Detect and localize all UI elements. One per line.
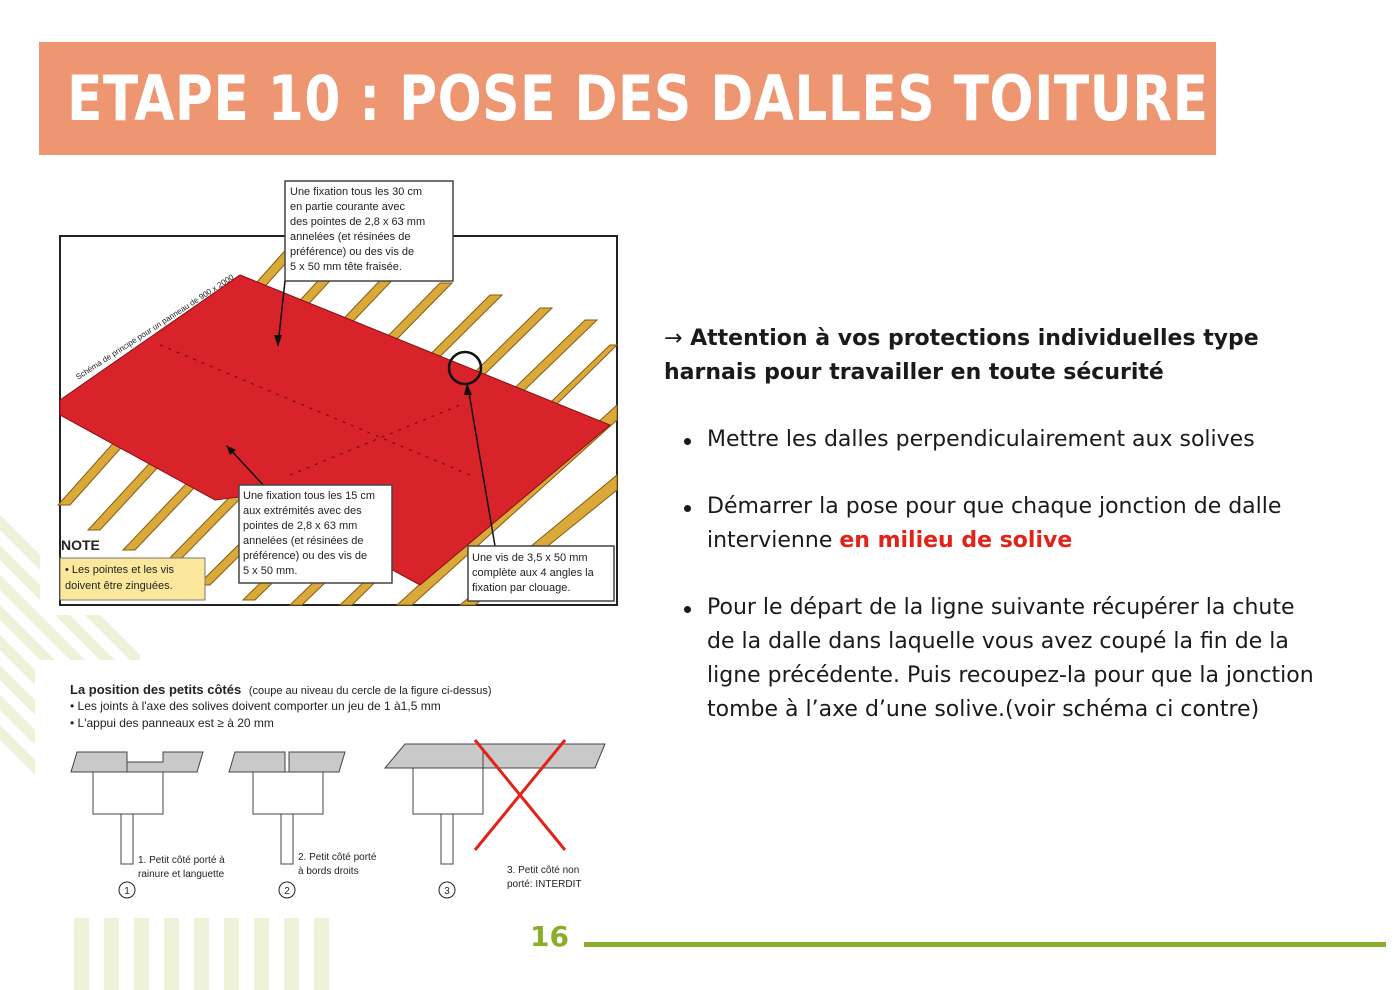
callout-right-line: complète aux 4 angles la: [472, 567, 595, 579]
safety-warning-text: Attention à vos protections individuelle…: [664, 326, 1259, 385]
arrow-icon: →: [664, 326, 683, 351]
callout-bottom-line: annelées (et résinées de: [243, 535, 363, 547]
list-item-text: Pour le départ de la ligne suivante récu…: [707, 595, 1314, 722]
figure-line: • Les joints à l'axe des solives doivent…: [70, 699, 441, 713]
callout-top-line: en partie courante avec: [290, 201, 405, 213]
callout-bottom-line: aux extrémités avec des: [243, 505, 362, 517]
list-item: Mettre les dalles perpendiculairement au…: [664, 423, 1324, 457]
roof-panel-diagram: Schéma de principe pour un panneau de 90…: [40, 175, 630, 615]
callout-top-line: 5 x 50 mm tête fraisée.: [290, 261, 402, 273]
heading-bold: La position des petits côtés: [70, 682, 241, 697]
note-line: doivent être zinguées.: [65, 580, 173, 592]
figure-line: • L'appui des panneaux est ≥ à 20 mm: [70, 716, 274, 730]
short-edge-position-diagram: La position des petits côtés (coupe au n…: [35, 660, 635, 918]
figure-heading: La position des petits côtés (coupe au n…: [70, 682, 492, 697]
variant-number: 1: [124, 886, 130, 897]
callout-right-line: Une vis de 3,5 x 50 mm: [472, 552, 588, 564]
callout-right: Une vis de 3,5 x 50 mm complète aux 4 an…: [464, 383, 615, 602]
heading-rest: (coupe au niveau du cercle de la figure …: [249, 685, 492, 697]
joint-variant-2: 2 2. Petit côté porté à bords droits: [228, 751, 377, 899]
list-item-text: Mettre les dalles perpendiculairement au…: [707, 427, 1255, 452]
callout-top-line: préférence) ou des vis de: [290, 246, 414, 258]
roof-panel-illustration: Schéma de principe pour un panneau de 90…: [56, 180, 619, 606]
callout-top-line: annelées (et résinées de: [290, 231, 410, 243]
variant-caption: porté: INTERDIT: [507, 879, 581, 890]
note-line: • Les pointes et les vis: [65, 564, 175, 576]
list-item: Pour le départ de la ligne suivante récu…: [664, 591, 1324, 727]
callout-top-line: Une fixation tous les 30 cm: [290, 186, 422, 198]
title-banner: ETAPE 10 : POSE DES DALLES TOITURE: [39, 42, 1216, 155]
highlight-text: en milieu de solive: [839, 528, 1073, 553]
variant-number: 2: [284, 886, 290, 897]
instruction-list: Mettre les dalles perpendiculairement au…: [664, 423, 1324, 727]
note-title: NOTE: [61, 537, 100, 553]
page-title: ETAPE 10 : POSE DES DALLES TOITURE: [67, 62, 1209, 135]
detail-circle: [447, 350, 483, 386]
joint-variant-1: 1 1. Petit côté porté à rainure et langu…: [70, 751, 225, 899]
variant-caption: 1. Petit côté porté à: [138, 855, 225, 866]
short-edge-illustration: La position des petits côtés (coupe au n…: [70, 682, 606, 899]
joint-variant-3: 3 3. Petit côté non porté: INTERDIT: [383, 739, 606, 899]
callout-bottom-line: préférence) ou des vis de: [243, 550, 367, 562]
callout-bottom-line: 5 x 50 mm.: [243, 565, 297, 577]
callout-bottom-line: Une fixation tous les 15 cm: [243, 490, 375, 502]
callout-top: Une fixation tous les 30 cm en partie co…: [274, 180, 454, 347]
note-box: NOTE • Les pointes et les vis doivent êt…: [59, 537, 206, 601]
variant-caption: rainure et languette: [138, 869, 225, 880]
variant-caption: à bords droits: [298, 866, 359, 877]
callout-bottom: Une fixation tous les 15 cm aux extrémit…: [226, 445, 393, 584]
list-item: Démarrer la pose pour que chaque jonctio…: [664, 490, 1324, 558]
instructions-column: → Attention à vos protections individuel…: [664, 322, 1324, 760]
callout-top-line: des pointes de 2,8 x 63 mm: [290, 216, 425, 228]
list-item-text: Démarrer la pose pour que chaque jonctio…: [707, 494, 1282, 553]
callout-bottom-line: pointes de 2,8 x 63 mm: [243, 520, 357, 532]
safety-warning: → Attention à vos protections individuel…: [664, 322, 1324, 390]
page-number: 16: [530, 920, 569, 953]
variant-caption: 3. Petit côté non: [507, 865, 579, 876]
footer-divider: [584, 942, 1386, 947]
callout-right-line: fixation par clouage.: [472, 582, 570, 594]
variant-caption: 2. Petit côté porté: [298, 852, 377, 863]
variant-number: 3: [444, 886, 450, 897]
